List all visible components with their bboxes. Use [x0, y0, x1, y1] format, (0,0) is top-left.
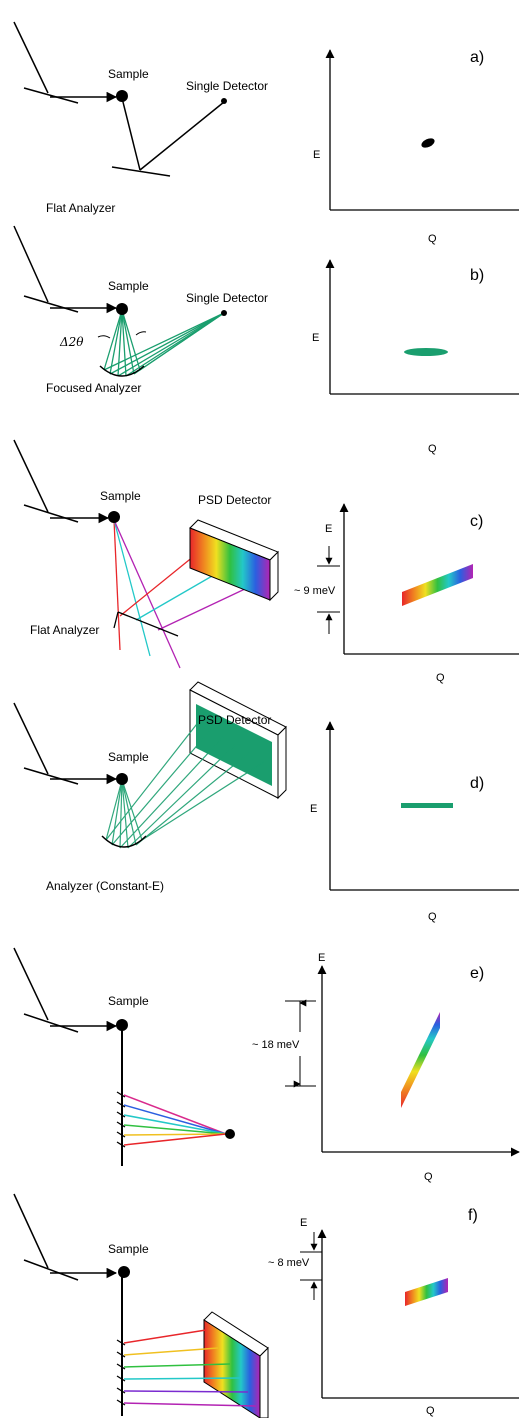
detector-label: Single Detector: [186, 79, 268, 93]
angle-arc-right: [135, 331, 147, 336]
resolution-spot: [404, 348, 448, 356]
axis-e-label: E: [313, 149, 320, 161]
axis-e-label: E: [310, 803, 317, 815]
panel-b: Sample Single Detector Δ2θ Focused Analy…: [13, 225, 519, 455]
panel-f: Sample E Q f) ~ 8 meV: [13, 1193, 519, 1418]
focused-rays: [103, 309, 225, 377]
panel-e: Sample E Q e) ~ 18 meV: [13, 947, 520, 1183]
axis-q-label: Q: [428, 911, 437, 923]
resolution-band: [405, 1278, 448, 1306]
analyzer-ticks: [116, 1339, 126, 1406]
detector-label: PSD Detector: [198, 493, 271, 507]
sample-label: Sample: [108, 67, 149, 81]
multi-analyzer-rays: [123, 1329, 257, 1407]
incident-beam: [13, 21, 118, 104]
incident-beam: [13, 947, 118, 1033]
axis-e-label: E: [312, 332, 319, 344]
panel-d: Sample PSD Detector Analyzer (Constant-E…: [13, 681, 519, 923]
single-detector: [225, 1129, 235, 1139]
panel-letter: c): [470, 513, 483, 530]
analyzer-ticks: [116, 1091, 126, 1148]
sample-label: Sample: [100, 489, 141, 503]
focused-analyzer-arc: [99, 365, 145, 377]
analyzer-label: Focused Analyzer: [46, 381, 141, 395]
axis-q-label: Q: [428, 443, 437, 455]
incident-beam: [13, 702, 118, 785]
axis-e-label: E: [318, 952, 325, 964]
plot-d: E Q d): [310, 721, 519, 923]
analyzer-label: Flat Analyzer: [46, 201, 115, 215]
resolution-band: [401, 1012, 440, 1108]
energy-width-label: ~ 18 meV: [252, 1039, 300, 1051]
sample-label: Sample: [108, 1242, 149, 1256]
focused-analyzer-arc: [101, 835, 147, 848]
energy-width-label: ~ 8 meV: [268, 1257, 310, 1269]
plot-e: E Q e) ~ 18 meV: [252, 952, 520, 1183]
incident-beam: [13, 439, 110, 524]
focused-rays: [105, 719, 265, 849]
sample-label: Sample: [108, 750, 149, 764]
angle-arc-left: [97, 335, 111, 339]
resolution-band: [402, 564, 473, 606]
sample-dot: [116, 1019, 128, 1031]
flat-analyzer: [113, 611, 179, 637]
axis-q-label: Q: [428, 233, 437, 245]
plot-b: E Q b): [312, 259, 519, 455]
axis-q-label: Q: [424, 1171, 433, 1183]
panel-letter: d): [470, 775, 484, 792]
sample-dot: [108, 511, 120, 523]
sample-dot: [116, 773, 128, 785]
detector-label: Single Detector: [186, 291, 268, 305]
axis-e-label: E: [325, 523, 332, 535]
axis-q-label: Q: [436, 672, 445, 684]
incident-beam: [13, 225, 118, 314]
sample-dot: [116, 90, 128, 102]
panel-letter: b): [470, 267, 484, 284]
angle-label: Δ2θ: [59, 335, 84, 349]
flat-analyzer: [111, 97, 225, 177]
psd-detector: [203, 1311, 269, 1418]
energy-width-label: ~ 9 meV: [294, 585, 336, 597]
panel-letter: e): [470, 965, 484, 982]
detector-label: PSD Detector: [198, 713, 271, 727]
single-detector: [221, 98, 227, 104]
plot-f: E Q f) ~ 8 meV: [268, 1207, 519, 1417]
sample-dot: [116, 303, 128, 315]
resolution-spot: [421, 138, 435, 148]
multi-analyzer-rays: [123, 1094, 227, 1146]
resolution-band: [401, 803, 453, 808]
axis-q-label: Q: [426, 1405, 435, 1417]
psd-detector: [189, 519, 279, 602]
sample-dot: [118, 1266, 130, 1278]
sample-label: Sample: [108, 279, 149, 293]
panel-letter: a): [470, 49, 484, 66]
panel-letter: f): [468, 1207, 478, 1224]
analyzer-label: Analyzer (Constant-E): [46, 879, 164, 893]
analyzer-label: Flat Analyzer: [30, 623, 99, 637]
axis-e-label: E: [300, 1217, 307, 1229]
panel-a: Sample Single Detector Flat Analyzer E Q…: [13, 21, 519, 245]
incident-beam: [13, 1193, 118, 1281]
psd-detector: [189, 681, 287, 800]
sample-label: Sample: [108, 994, 149, 1008]
single-detector: [221, 310, 227, 316]
panel-c: Sample PSD Detector Flat Analyzer E Q c)…: [13, 439, 519, 684]
plot-a: E Q a): [313, 49, 519, 245]
plot-c: E Q c) ~ 9 meV: [294, 503, 519, 684]
